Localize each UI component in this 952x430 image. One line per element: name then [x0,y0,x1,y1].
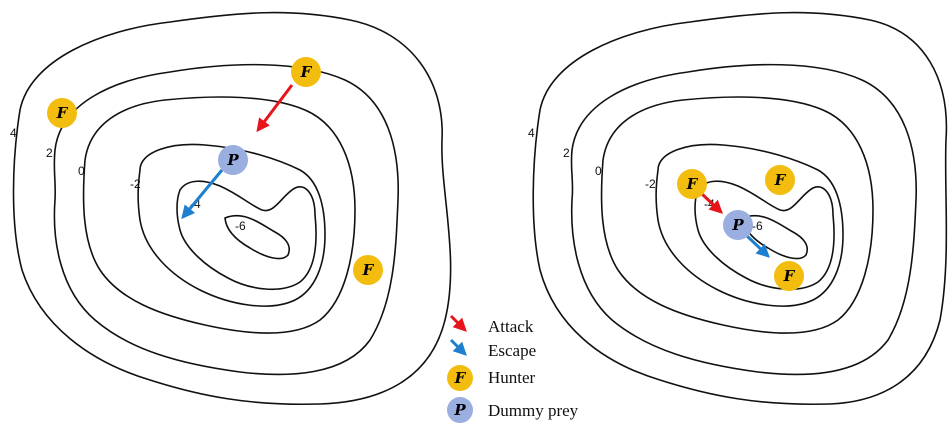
contour-label-minus-2: -2 [645,177,656,191]
hunter-token: F [291,57,321,87]
hunter-letter: F [362,261,375,279]
legend-item-hunter: F Hunter [447,365,536,391]
escape-arrow [745,234,770,258]
contour-label-0: 0 [595,164,602,178]
contour-line-0 [82,96,356,334]
legend-label-escape: Escape [488,341,536,360]
contour-label-4: 4 [528,126,535,140]
hunter-letter: F [783,267,796,285]
contour-line-2 [570,63,917,376]
hunter-token: F [353,255,383,285]
hunter-token: F [765,165,795,195]
contour-label-minus-6: -6 [235,219,246,233]
hunter-token: F [677,169,707,199]
legend-item-prey: P Dummy prey [447,397,579,423]
prey-letter: P [226,151,239,169]
legend-label-prey: Dummy prey [488,401,579,420]
contour-label-4: 4 [10,126,17,140]
prey-letter: P [731,216,744,234]
contour-label-0: 0 [78,164,85,178]
contour-line-0 [600,96,874,334]
contour-label-2: 2 [46,146,53,160]
legend-label-hunter: Hunter [488,368,536,387]
contour-line-4 [532,11,948,406]
hunter-letter: F [686,175,699,193]
legend-item-attack: Attack [449,314,534,336]
hunter-token: F [774,261,804,291]
left-panel: 4 2 0 -2 -4 -6 F F F P [10,11,452,406]
contour-label-minus-2: -2 [130,177,141,191]
contour-line-minus-6 [224,215,291,260]
prey-token: P [218,145,248,175]
prey-icon-letter: P [453,401,466,419]
escape-arrow-icon [449,338,467,356]
hunter-letter: F [774,171,787,189]
prey-icon [447,397,473,423]
contour-line-minus-2 [137,143,326,307]
contour-line-minus-4 [176,180,317,291]
attack-arrow [700,192,723,214]
contour-line-minus-2 [655,143,844,307]
hunter-icon [447,365,473,391]
legend-item-escape: Escape [449,338,536,360]
hunter-letter: F [56,104,69,122]
contour-line-2 [53,63,400,376]
escape-arrow [181,169,224,220]
hunter-token: F [47,98,77,128]
contour-label-minus-6: -6 [752,219,763,233]
prey-token: P [723,210,753,240]
hunter-letter: F [300,63,313,81]
contour-line-4 [12,11,452,406]
contour-line-minus-4 [694,180,835,291]
attack-arrow-icon [449,314,467,332]
contour-label-2: 2 [563,146,570,160]
legend-label-attack: Attack [488,317,534,336]
right-panel: 4 2 0 -2 -4 -6 F F F P [528,11,948,406]
legend: Attack Escape F Hunter P Dummy prey [447,314,579,423]
hunter-icon-letter: F [454,369,467,387]
contour-line-minus-6 [742,215,809,260]
attack-arrow [256,84,294,133]
